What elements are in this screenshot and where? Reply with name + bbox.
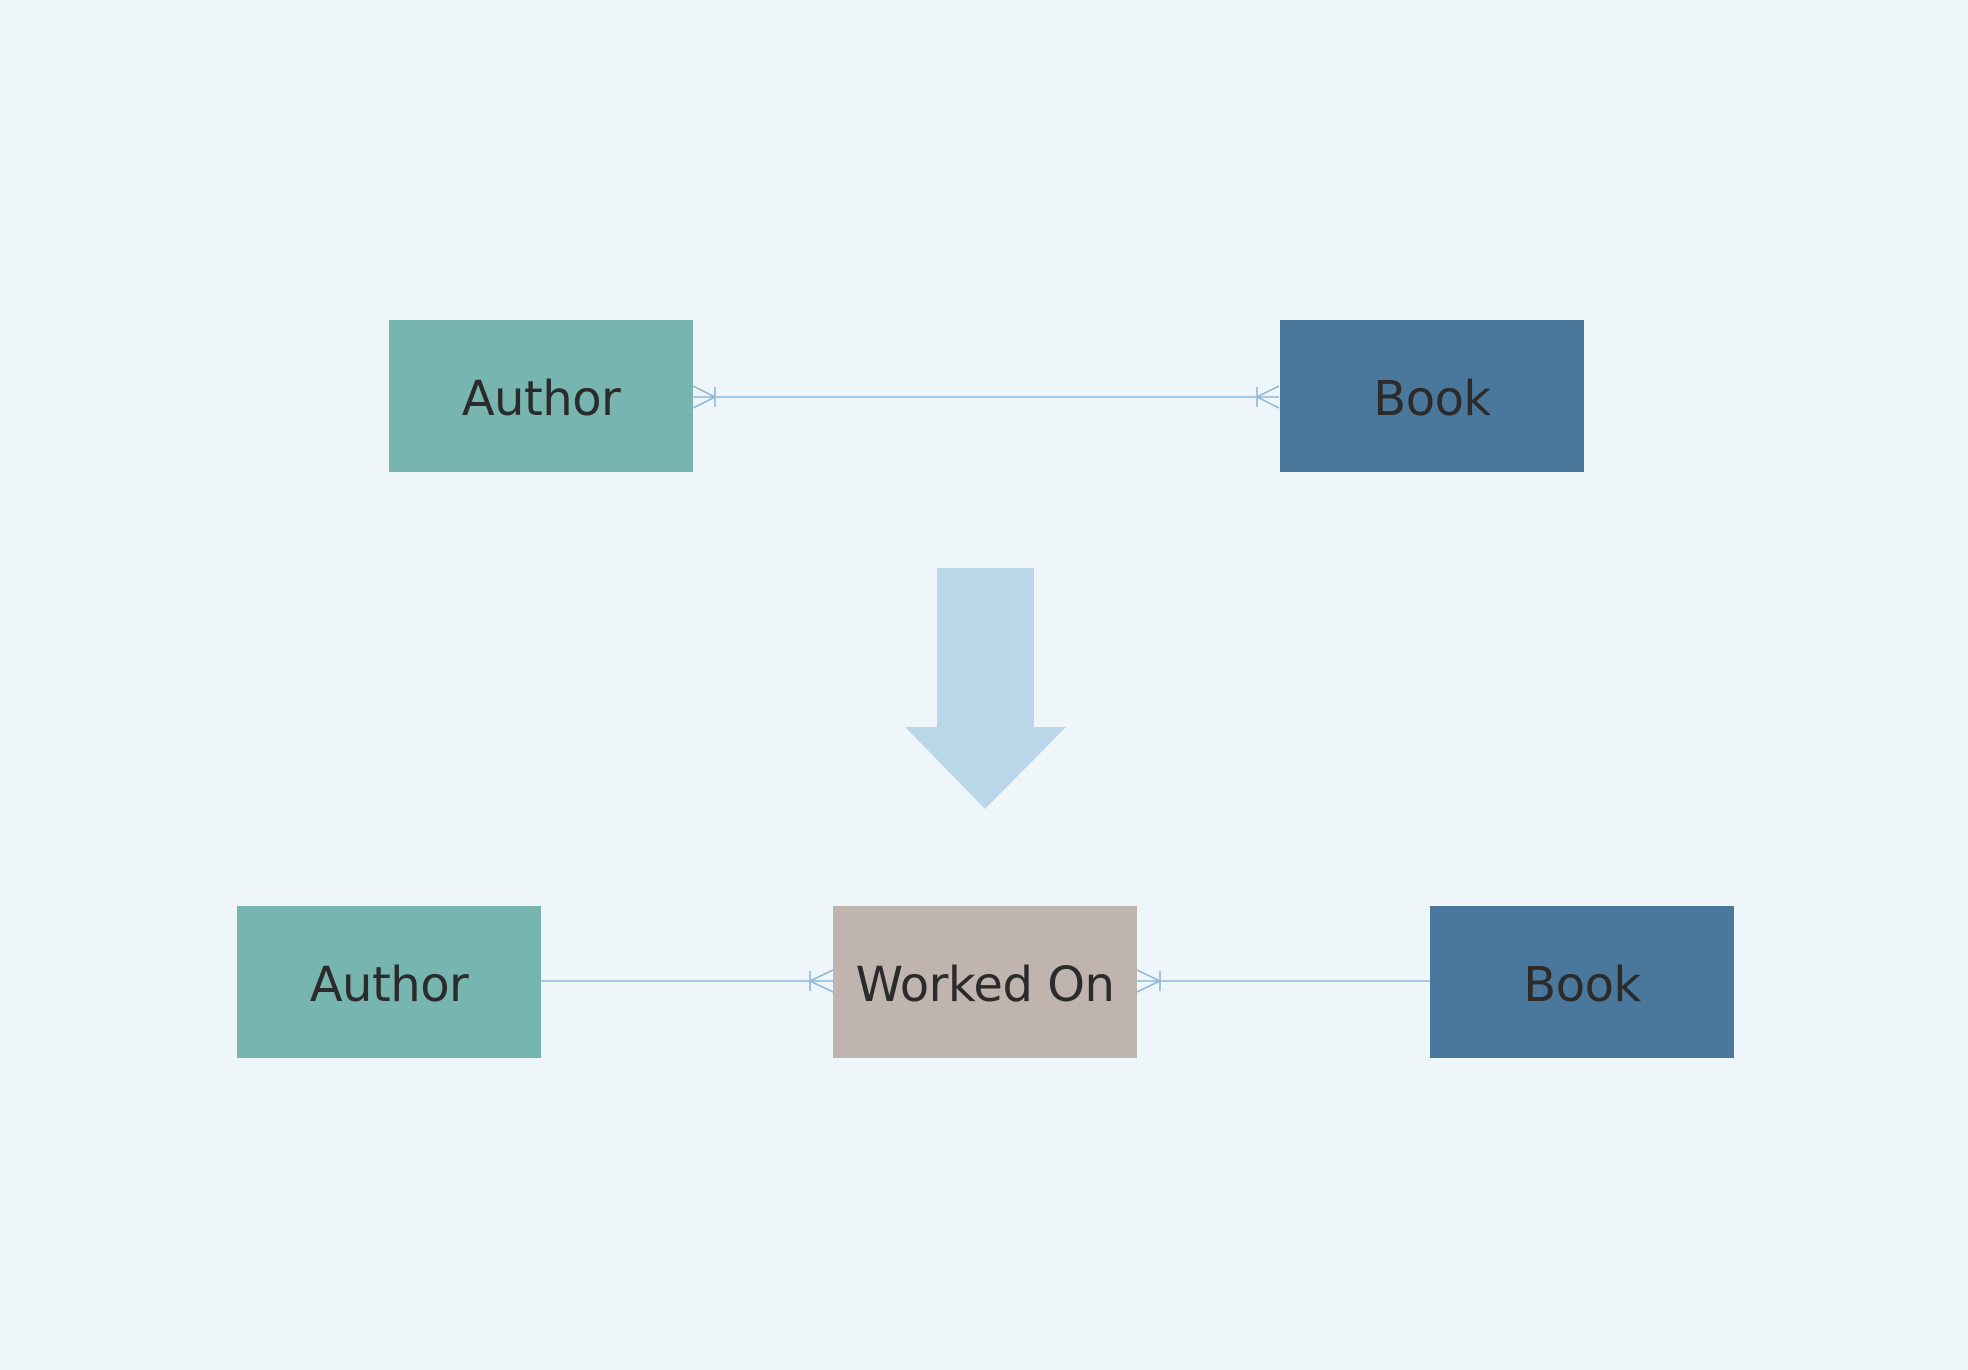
- arrow-down-icon: [905, 568, 1066, 809]
- top-author-entity[interactable]: Author: [389, 320, 693, 472]
- worked-on-entity[interactable]: Worked On: [833, 906, 1137, 1058]
- bottom-book-label: Book: [1523, 957, 1641, 1013]
- bottom-author-entity[interactable]: Author: [237, 906, 541, 1058]
- bottom-left-relationship-line: [541, 969, 834, 993]
- top-relationship-line: [692, 385, 1280, 409]
- top-book-entity[interactable]: Book: [1280, 320, 1584, 472]
- bottom-author-label: Author: [309, 957, 469, 1013]
- bottom-book-entity[interactable]: Book: [1430, 906, 1734, 1058]
- top-book-label: Book: [1373, 371, 1491, 427]
- top-author-label: Author: [461, 371, 621, 427]
- bottom-right-relationship-line: [1136, 969, 1430, 993]
- worked-on-label: Worked On: [855, 957, 1115, 1013]
